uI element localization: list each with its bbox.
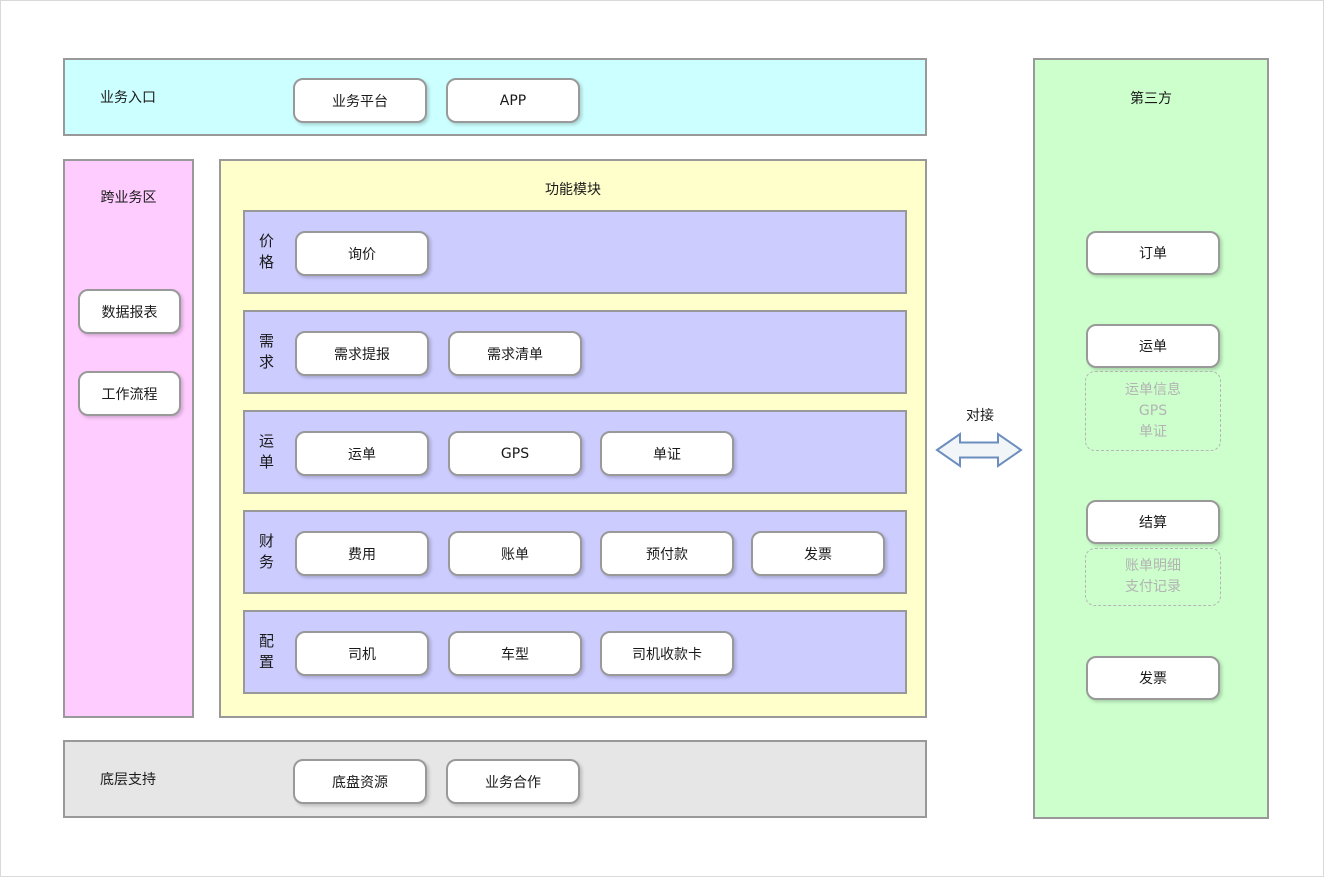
row-label-price: 价格 — [258, 232, 274, 271]
node-demand-list[interactable]: 需求清单 — [448, 331, 582, 376]
node-inquiry[interactable]: 询价 — [295, 231, 429, 276]
note-line: 单证 — [1139, 423, 1167, 440]
node-workflow[interactable]: 工作流程 — [78, 371, 181, 416]
row-label-demand: 需求 — [258, 332, 274, 371]
node-bill[interactable]: 账单 — [448, 531, 582, 576]
node-expense[interactable]: 费用 — [295, 531, 429, 576]
module-row-config: 配置 司机 车型 司机收款卡 — [243, 610, 907, 694]
row-label-config: 配置 — [258, 632, 274, 671]
base-support-label: 底层支持 — [100, 772, 156, 788]
double-headed-arrow-icon — [935, 432, 1023, 468]
note-line: 账单明细 — [1125, 558, 1181, 574]
row-label-waybill: 运单 — [258, 432, 274, 471]
note-line: 支付记录 — [1125, 579, 1181, 595]
business-entry-label: 业务入口 — [100, 90, 156, 106]
module-row-finance: 财务 费用 账单 预付款 发票 — [243, 510, 907, 594]
cross-business-label: 跨业务区 — [100, 190, 157, 206]
note-waybill-details: 运单信息 GPS 单证 — [1085, 371, 1221, 451]
note-settlement-details: 账单明细 支付记录 — [1085, 548, 1221, 606]
panel-business-entry: 业务入口 业务平台 APP — [63, 58, 927, 136]
panel-base-support: 底层支持 底盘资源 业务合作 — [63, 740, 927, 818]
node-documents[interactable]: 单证 — [600, 431, 734, 476]
node-prepayment[interactable]: 预付款 — [600, 531, 734, 576]
node-vehicle-type[interactable]: 车型 — [448, 631, 582, 676]
node-demand-submit[interactable]: 需求提报 — [295, 331, 429, 376]
node-app[interactable]: APP — [446, 78, 580, 123]
node-business-platform[interactable]: 业务平台 — [293, 78, 427, 123]
module-row-waybill: 运单 运单 GPS 单证 — [243, 410, 907, 494]
node-tp-waybill[interactable]: 运单 — [1086, 324, 1220, 368]
module-row-demand: 需求 需求提报 需求清单 — [243, 310, 907, 394]
node-business-cooperation[interactable]: 业务合作 — [446, 759, 580, 804]
node-chassis-resources[interactable]: 底盘资源 — [293, 759, 427, 804]
connector-label: 对接 — [966, 408, 994, 424]
panel-third-party: 第三方 订单 运单 运单信息 GPS 单证 结算 账单明细 支付记录 发票 — [1033, 58, 1269, 819]
third-party-label: 第三方 — [1130, 91, 1172, 107]
node-settlement[interactable]: 结算 — [1086, 500, 1220, 544]
node-order[interactable]: 订单 — [1086, 231, 1220, 275]
row-label-finance: 财务 — [258, 532, 274, 571]
node-tp-invoice[interactable]: 发票 — [1086, 656, 1220, 700]
note-line: 运单信息 — [1125, 381, 1181, 398]
node-waybill[interactable]: 运单 — [295, 431, 429, 476]
node-data-reports[interactable]: 数据报表 — [78, 289, 181, 334]
panel-function-modules: 功能模块 价格 询价 需求 需求提报 需求清单 运单 运单 GPS 单证 财务 … — [219, 159, 927, 718]
node-driver-payment-card[interactable]: 司机收款卡 — [600, 631, 734, 676]
panel-cross-business: 跨业务区 数据报表 工作流程 — [63, 159, 194, 718]
function-modules-label: 功能模块 — [545, 182, 601, 198]
node-gps[interactable]: GPS — [448, 431, 582, 476]
note-line: GPS — [1138, 402, 1168, 419]
node-invoice[interactable]: 发票 — [751, 531, 885, 576]
node-driver[interactable]: 司机 — [295, 631, 429, 676]
module-row-price: 价格 询价 — [243, 210, 907, 294]
